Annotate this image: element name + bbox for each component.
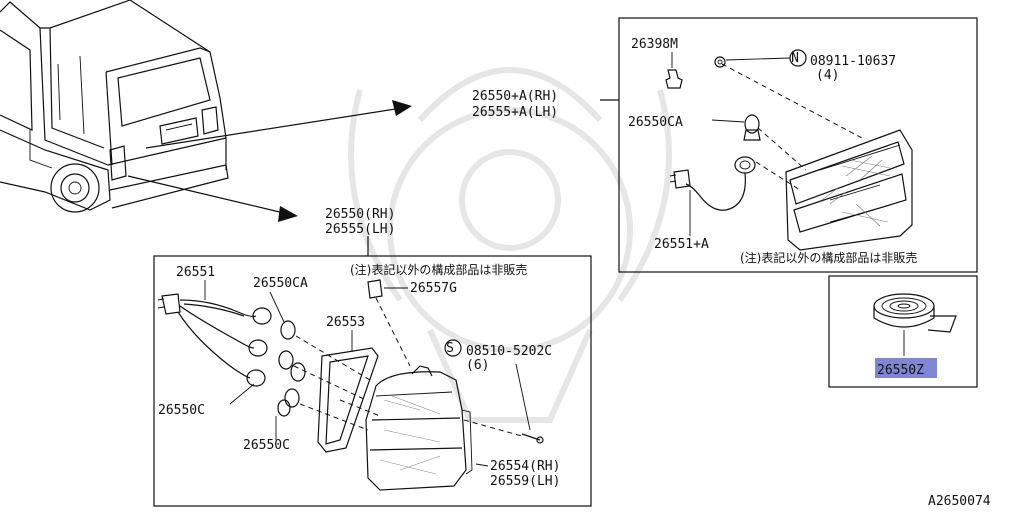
- bulb-m-label: 26398M: [631, 37, 678, 52]
- lens-lh-label: 26559(LH): [490, 474, 560, 489]
- socket-c-lower-label: 26550C: [243, 438, 290, 453]
- harness-label: 26551: [176, 265, 215, 280]
- vehicle-illustration: [0, 0, 229, 213]
- garnish-note: (注)表記以外の構成部品は非販売: [740, 250, 917, 265]
- garnish-rh-label: 26550+A(RH): [472, 89, 558, 104]
- nut-symbol: N: [791, 51, 799, 66]
- main-assembly-box: [153, 236, 592, 507]
- main-bulb-ca-label: 26550CA: [253, 276, 308, 291]
- garnish-bulb-ca-label: 26550CA: [628, 115, 683, 130]
- garnish-lh-label: 26555+A(LH): [472, 105, 558, 120]
- labels: 26550+A(RH) 26555+A(LH) 26398M N 08911-1…: [158, 37, 991, 509]
- main-note: (注)表記以外の構成部品は非販売: [350, 262, 527, 277]
- socket-c-upper-label: 26550C: [158, 403, 205, 418]
- garnish-assembly-box: [600, 17, 978, 273]
- gasket-label: 26553: [326, 315, 365, 330]
- nut-number-label: 08911-10637: [810, 54, 896, 69]
- pointer-arrows: [127, 100, 412, 222]
- watermark: [348, 67, 672, 423]
- lens-rh-label: 26554(RH): [490, 459, 560, 474]
- diagram-id: A2650074: [928, 494, 991, 509]
- repair-part-box: [828, 275, 978, 388]
- nut-qty-label: (4): [816, 68, 839, 83]
- screw-number-label: 08510-5202C: [466, 344, 552, 359]
- sockets: [246, 307, 272, 387]
- clip-label: 26557G: [410, 281, 457, 296]
- screw-qty-label: (6): [466, 358, 489, 373]
- main-lh-label: 26555(LH): [325, 222, 395, 237]
- screw-symbol: S: [446, 341, 454, 356]
- main-rh-label: 26550(RH): [325, 207, 395, 222]
- garnish-harness-label: 26551+A: [654, 237, 709, 252]
- bulbs: [277, 320, 306, 417]
- repair-part-label: 26550Z: [877, 363, 924, 378]
